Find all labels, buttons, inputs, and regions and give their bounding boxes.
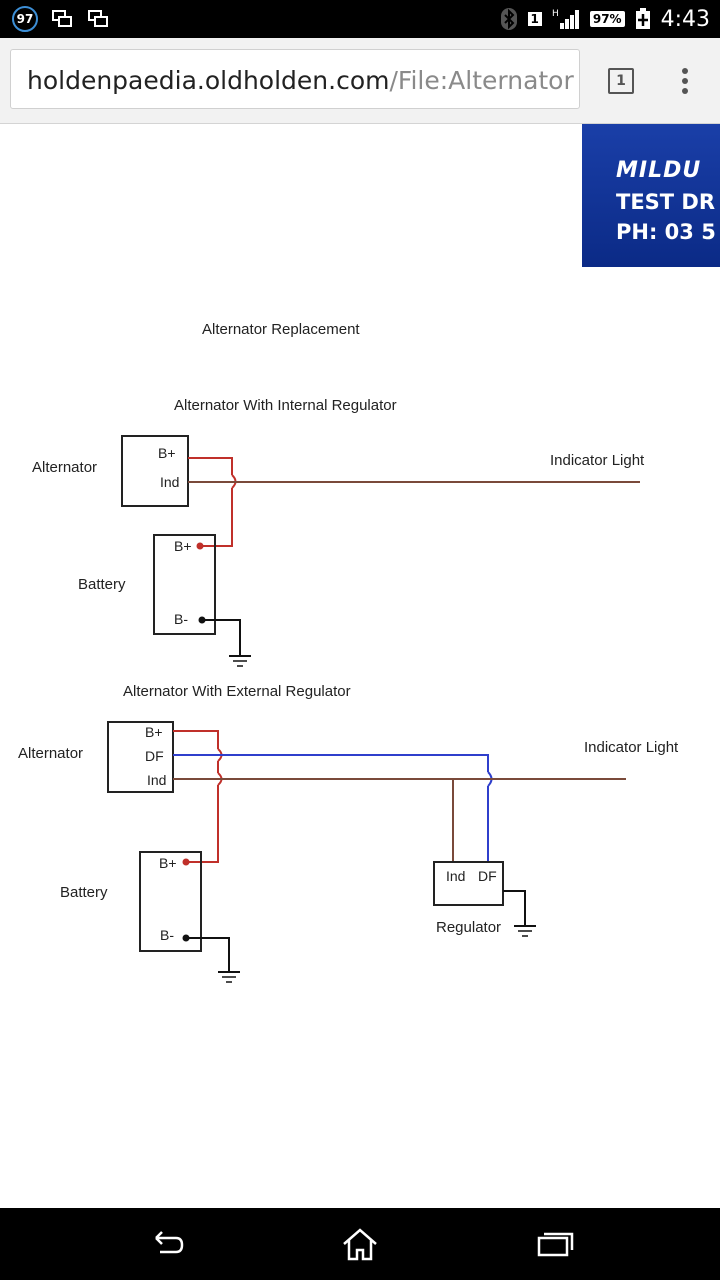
tab-switcher-button[interactable]: 1 — [608, 68, 634, 94]
external-bat-bplus-terminal — [182, 858, 190, 866]
external-battery-ground-symbol — [218, 971, 240, 983]
back-icon[interactable] — [146, 1226, 186, 1262]
external-alt-pin-bplus: B+ — [145, 724, 163, 740]
wiring-diagram: Alternator Replacement Alternator With I… — [18, 321, 679, 983]
url-host: holdenpaedia.oldholden.com — [27, 66, 390, 95]
clock: 4:43 — [660, 6, 710, 32]
navigation-bar — [0, 1208, 720, 1280]
internal-alt-pin-bplus: B+ — [158, 445, 176, 461]
external-heading: Alternator With External Regulator — [123, 683, 351, 700]
internal-indicator-label: Indicator Light — [550, 452, 645, 469]
home-icon[interactable] — [340, 1226, 380, 1262]
url-path: /File:Alternator — [389, 66, 574, 95]
external-regulator-box — [433, 861, 504, 906]
external-reg-pin-ind: Ind — [446, 868, 465, 884]
external-regulator-ground-wire — [503, 890, 526, 926]
internal-bat-pin-bminus: B- — [174, 611, 188, 627]
internal-battery-label: Battery — [78, 576, 126, 593]
internal-alternator-box — [121, 435, 189, 507]
external-alt-pin-ind: Ind — [147, 772, 166, 788]
internal-ground-symbol — [229, 655, 251, 667]
browser-toolbar: holdenpaedia.oldholden.com/File:Alternat… — [0, 38, 720, 124]
ad-banner[interactable]: MILDU TEST DR PH: 03 5 — [582, 124, 720, 267]
signal-strength-icon: H — [552, 9, 579, 29]
external-alt-pin-df: DF — [145, 748, 164, 764]
ad-line-3: PH: 03 5 — [616, 220, 716, 244]
external-ground-wire — [186, 937, 230, 972]
external-bat-pin-bplus: B+ — [159, 855, 177, 871]
external-battery-box — [139, 851, 202, 952]
internal-heading: Alternator With Internal Regulator — [174, 397, 397, 414]
external-battery-label: Battery — [60, 884, 108, 901]
ad-line-1: MILDU — [616, 158, 702, 183]
external-field-wire — [173, 754, 489, 862]
sim-slot-badge: 1 — [527, 12, 542, 26]
url-bar[interactable]: holdenpaedia.oldholden.com/File:Alternat… — [10, 49, 580, 109]
network-type-label: H — [552, 9, 559, 19]
internal-ground-wire — [202, 619, 241, 656]
external-alternator-label: Alternator — [18, 745, 83, 762]
external-bat-pin-bminus: B- — [160, 927, 174, 943]
status-bar: 97 1 H 97% 4:43 — [0, 0, 720, 38]
external-regulator-label: Regulator — [436, 919, 501, 936]
notification-count-badge: 97 — [12, 6, 38, 32]
screen-mirror-icon — [52, 10, 72, 27]
diagram-title: Alternator Replacement — [202, 321, 360, 338]
recent-apps-icon[interactable] — [536, 1226, 576, 1262]
internal-bat-bplus-terminal — [196, 542, 204, 550]
external-indicator-label: Indicator Light — [584, 739, 679, 756]
url-text: holdenpaedia.oldholden.com/File:Alternat… — [27, 66, 574, 95]
external-reg-pin-df: DF — [478, 868, 497, 884]
external-alternator-box — [107, 721, 174, 793]
internal-bat-pin-bplus: B+ — [174, 538, 192, 554]
internal-battery-box — [153, 534, 216, 635]
battery-percent: 97% — [589, 11, 625, 27]
battery-charging-icon — [635, 8, 650, 29]
screen-mirror-icon-2 — [88, 10, 108, 27]
internal-alternator-label: Alternator — [32, 459, 97, 476]
external-positive-wire — [173, 730, 219, 863]
bluetooth-icon — [500, 8, 517, 30]
internal-positive-wire — [188, 457, 233, 547]
overflow-menu-icon[interactable] — [670, 66, 700, 96]
external-regulator-ground-symbol — [514, 925, 536, 937]
internal-alt-pin-ind: Ind — [160, 474, 179, 490]
ad-line-2: TEST DR — [616, 190, 716, 214]
